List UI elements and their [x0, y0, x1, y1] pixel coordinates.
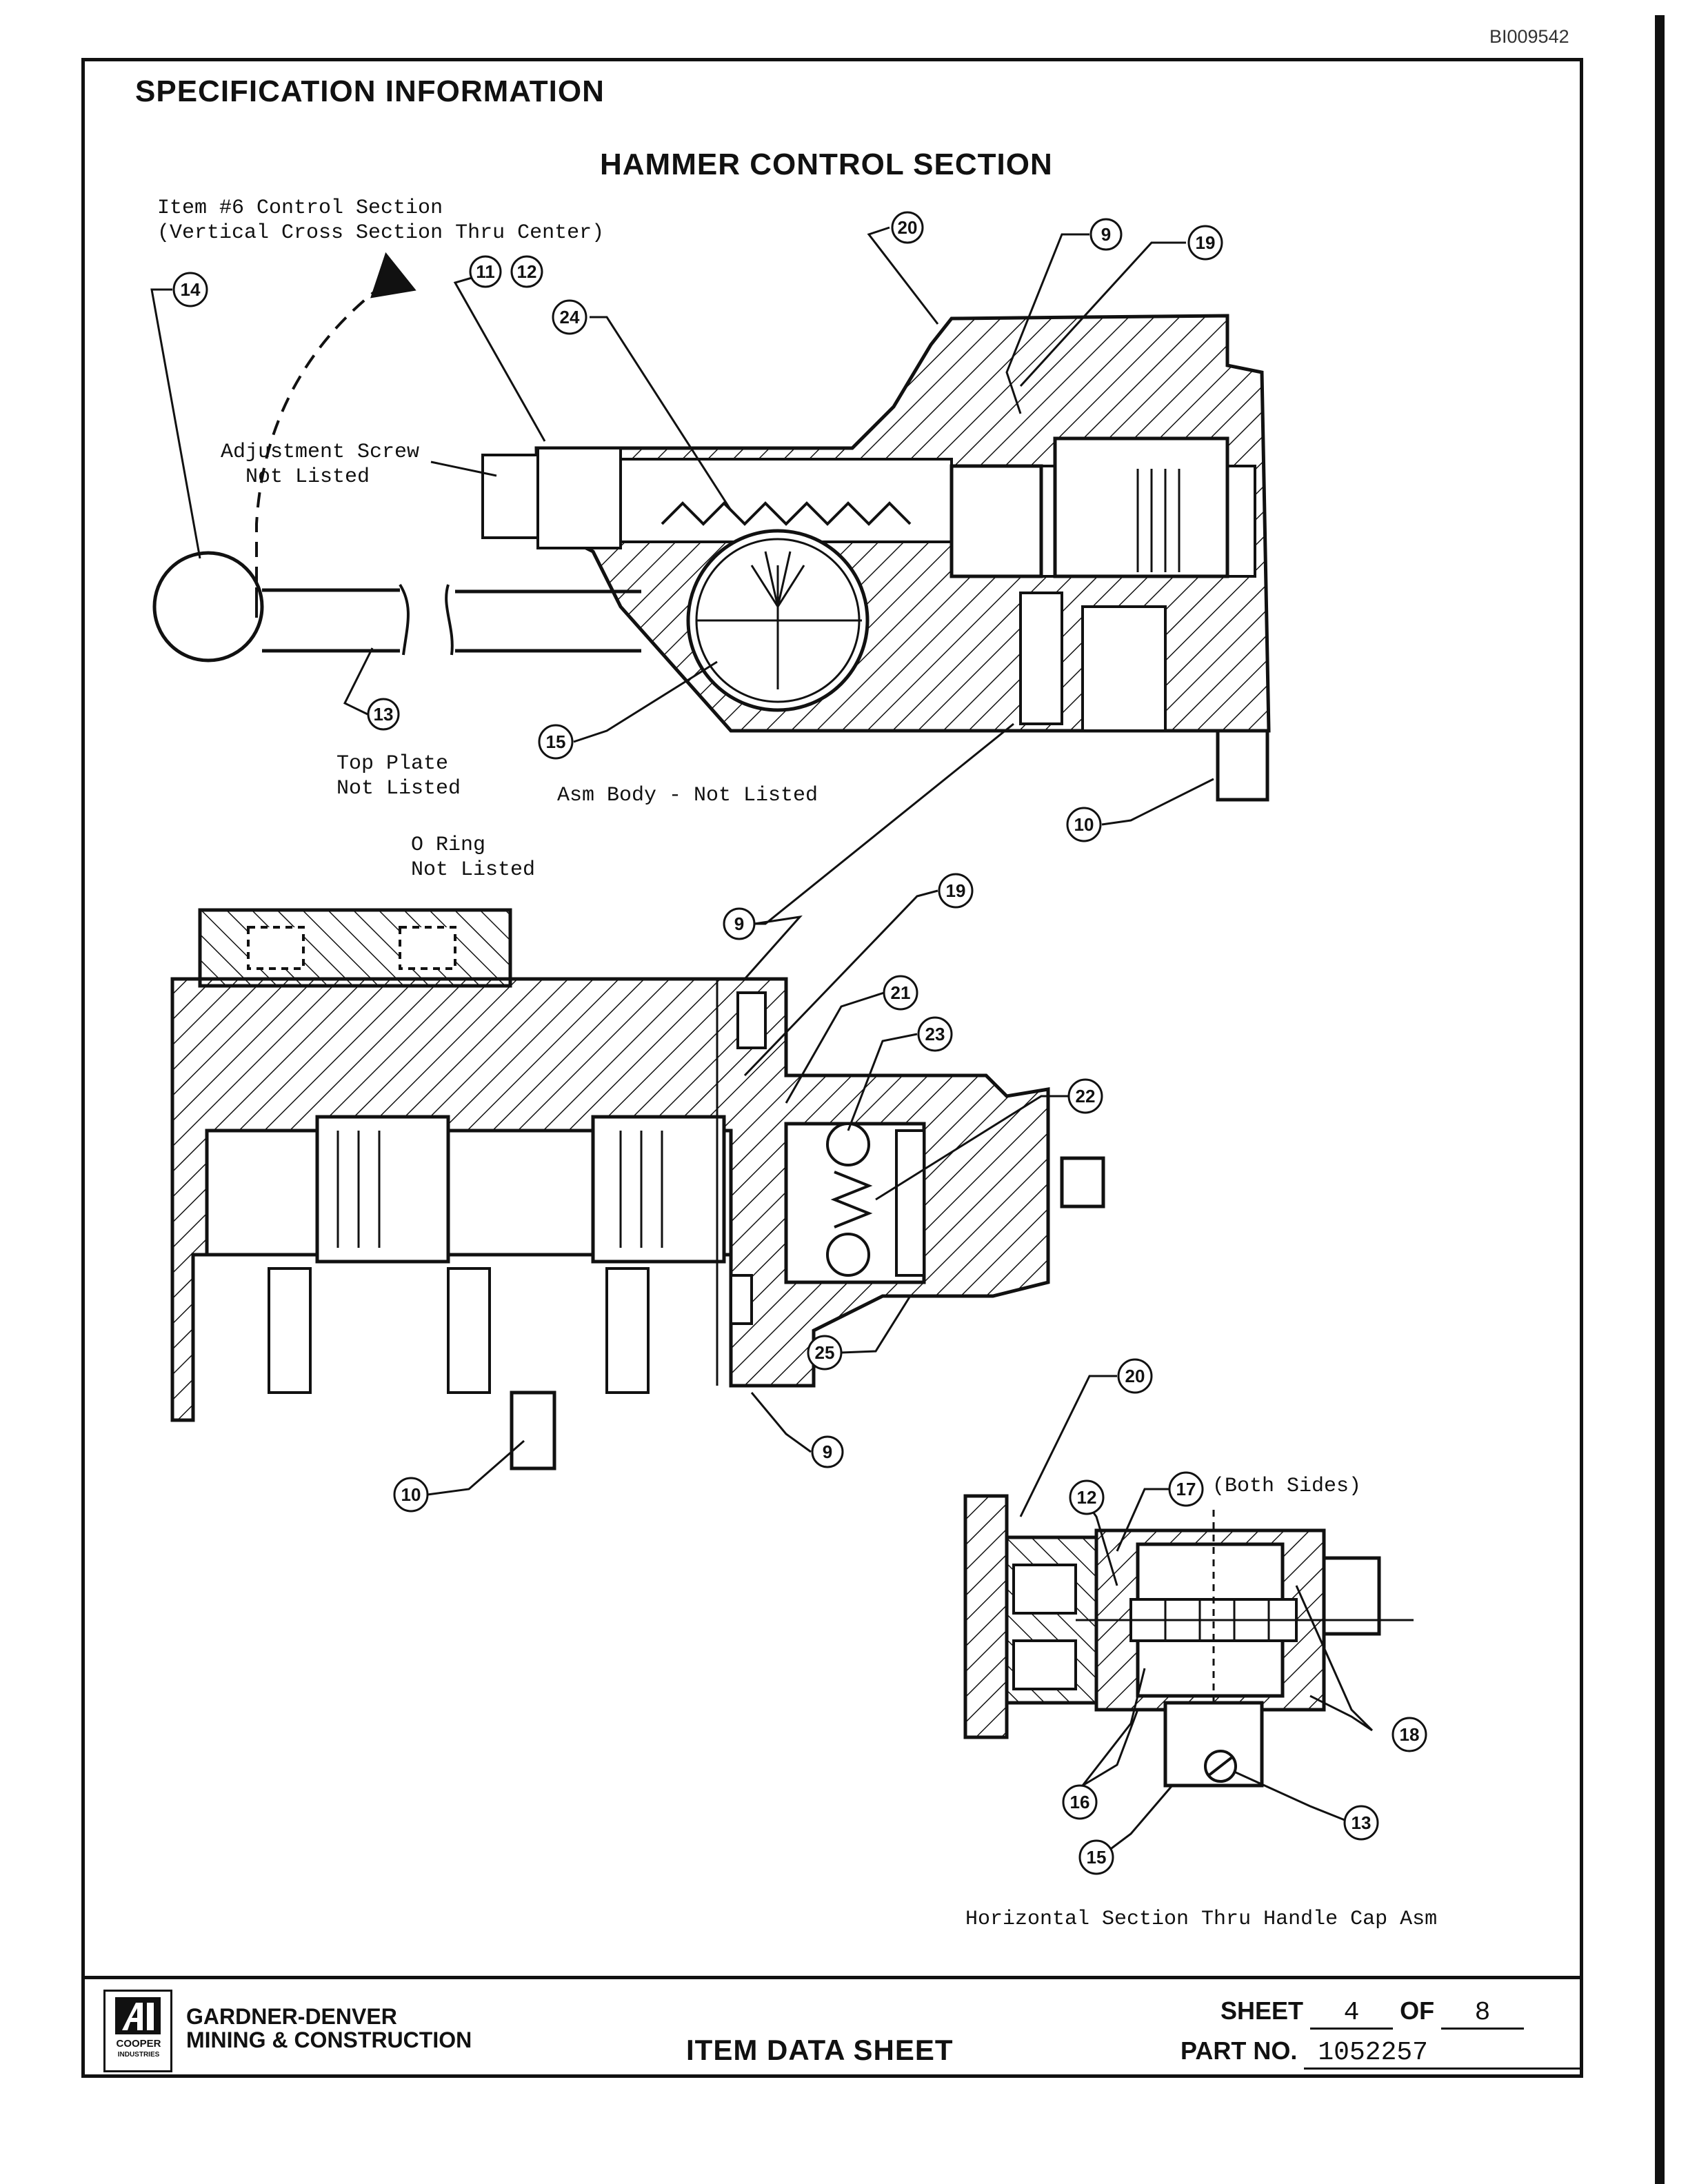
svg-text:24: 24 — [560, 307, 580, 327]
callout-12a: 12 — [510, 255, 543, 288]
item6-line1: Item #6 Control Section — [157, 196, 443, 220]
item-data-sheet-label: ITEM DATA SHEET — [686, 2034, 954, 2066]
svg-text:12: 12 — [517, 261, 537, 282]
footer-separator — [81, 1976, 1583, 1979]
callout-15b: 15 — [1078, 1839, 1114, 1875]
svg-text:10: 10 — [401, 1484, 421, 1505]
svg-text:21: 21 — [891, 982, 911, 1003]
oring-note: O Ring Not Listed — [411, 833, 535, 882]
svg-text:11: 11 — [476, 261, 495, 282]
callout-18: 18 — [1391, 1717, 1427, 1752]
sheet-total: 8 — [1441, 1998, 1525, 2030]
callout-13a: 13 — [367, 698, 400, 731]
callout-21: 21 — [883, 975, 918, 1011]
svg-text:9: 9 — [823, 1442, 832, 1462]
svg-text:25: 25 — [815, 1342, 835, 1363]
valve-body-section — [170, 908, 1105, 1470]
company-line2: MINING & CONSTRUCTION — [186, 2028, 472, 2052]
adjust-line1: Adjustment Screw — [221, 441, 420, 464]
callout-25: 25 — [807, 1335, 843, 1371]
callout-16: 16 — [1062, 1784, 1098, 1820]
callout-13b: 13 — [1343, 1805, 1379, 1841]
svg-text:19: 19 — [946, 880, 966, 901]
of-label: OF — [1400, 1996, 1435, 2025]
asm-body-note: Asm Body - Not Listed — [557, 784, 818, 807]
svg-text:20: 20 — [1125, 1366, 1145, 1386]
callout-22: 22 — [1067, 1078, 1103, 1114]
logo-mark-icon — [115, 1997, 161, 2034]
cooper-logo: COOPER INDUSTRIES — [103, 1990, 172, 2072]
page-frame — [81, 58, 1583, 2078]
svg-text:9: 9 — [1101, 224, 1111, 245]
sheet-number: 4 — [1310, 1998, 1394, 2030]
section-title: HAMMER CONTROL SECTION — [600, 148, 1053, 181]
callout-9a: 9 — [1089, 218, 1123, 251]
logo-text-line1: COOPER — [116, 2038, 161, 2050]
sheet-info: SHEET 4 OF 8 — [1220, 1996, 1525, 2030]
logo-text-line2: INDUSTRIES — [117, 2051, 160, 2059]
topplate-line1: Top Plate — [336, 752, 449, 776]
callout-24: 24 — [552, 299, 587, 335]
callout-14: 14 — [172, 272, 208, 307]
oring-line1: O Ring — [411, 833, 486, 857]
spec-title: SPECIFICATION INFORMATION — [135, 74, 605, 108]
callout-20b: 20 — [1117, 1358, 1153, 1394]
logo-text: COOPER INDUSTRIES — [108, 2039, 169, 2061]
vertical-section-view — [152, 252, 1271, 802]
horizontal-section-caption: Horizontal Section Thru Handle Cap Asm — [965, 1908, 1438, 1931]
svg-text:9: 9 — [734, 913, 744, 934]
company-name: GARDNER-DENVER MINING & CONSTRUCTION — [186, 2005, 472, 2052]
svg-text:16: 16 — [1070, 1792, 1090, 1812]
svg-text:15: 15 — [1087, 1847, 1107, 1868]
company-line1: GARDNER-DENVER — [186, 2004, 397, 2029]
callout-10b: 10 — [393, 1477, 429, 1513]
both-sides-note: (Both Sides) — [1212, 1475, 1362, 1498]
svg-text:19: 19 — [1196, 232, 1216, 253]
callout-19b: 19 — [938, 873, 974, 909]
svg-text:22: 22 — [1076, 1086, 1096, 1106]
adjustment-note: Adjustment Screw Not Listed — [221, 440, 419, 489]
svg-text:14: 14 — [181, 279, 201, 300]
callout-9b: 9 — [723, 907, 756, 940]
part-number: 1052257 — [1304, 2038, 1580, 2070]
callout-15a: 15 — [538, 724, 574, 760]
item6-note: Item #6 Control Section (Vertical Cross … — [157, 196, 604, 245]
part-label: PART NO. — [1180, 2036, 1298, 2065]
top-plate-note: Top Plate Not Listed — [336, 751, 461, 801]
svg-text:10: 10 — [1074, 814, 1094, 835]
callout-23: 23 — [917, 1016, 953, 1052]
svg-text:18: 18 — [1400, 1724, 1420, 1745]
callout-20a: 20 — [891, 211, 924, 244]
handle-ball — [152, 551, 264, 663]
svg-text:20: 20 — [898, 217, 918, 238]
leader-lines — [150, 226, 1374, 1856]
callout-12b: 12 — [1069, 1479, 1105, 1515]
svg-text:12: 12 — [1077, 1487, 1097, 1508]
callout-17: 17 — [1168, 1471, 1204, 1507]
svg-text:13: 13 — [374, 704, 394, 725]
item6-line2: (Vertical Cross Section Thru Center) — [157, 221, 605, 245]
callout-11: 11 — [469, 255, 502, 288]
svg-text:17: 17 — [1176, 1479, 1196, 1499]
callout-9c: 9 — [811, 1435, 844, 1468]
callout-19a: 19 — [1187, 225, 1223, 261]
scan-edge-bar — [1655, 15, 1665, 2184]
svg-text:15: 15 — [546, 731, 566, 752]
svg-text:23: 23 — [925, 1024, 945, 1044]
callout-10a: 10 — [1066, 807, 1102, 842]
part-number-info: PART NO. 1052257 — [1180, 2036, 1580, 2070]
oring-line2: Not Listed — [411, 858, 536, 882]
adjust-line2: Not Listed — [245, 465, 370, 489]
document-id: BI009542 — [1489, 26, 1569, 47]
handle-cap-section — [963, 1494, 1414, 1788]
topplate-line2: Not Listed — [336, 777, 461, 800]
sheet-label: SHEET — [1220, 1996, 1304, 2025]
svg-text:13: 13 — [1352, 1812, 1372, 1833]
